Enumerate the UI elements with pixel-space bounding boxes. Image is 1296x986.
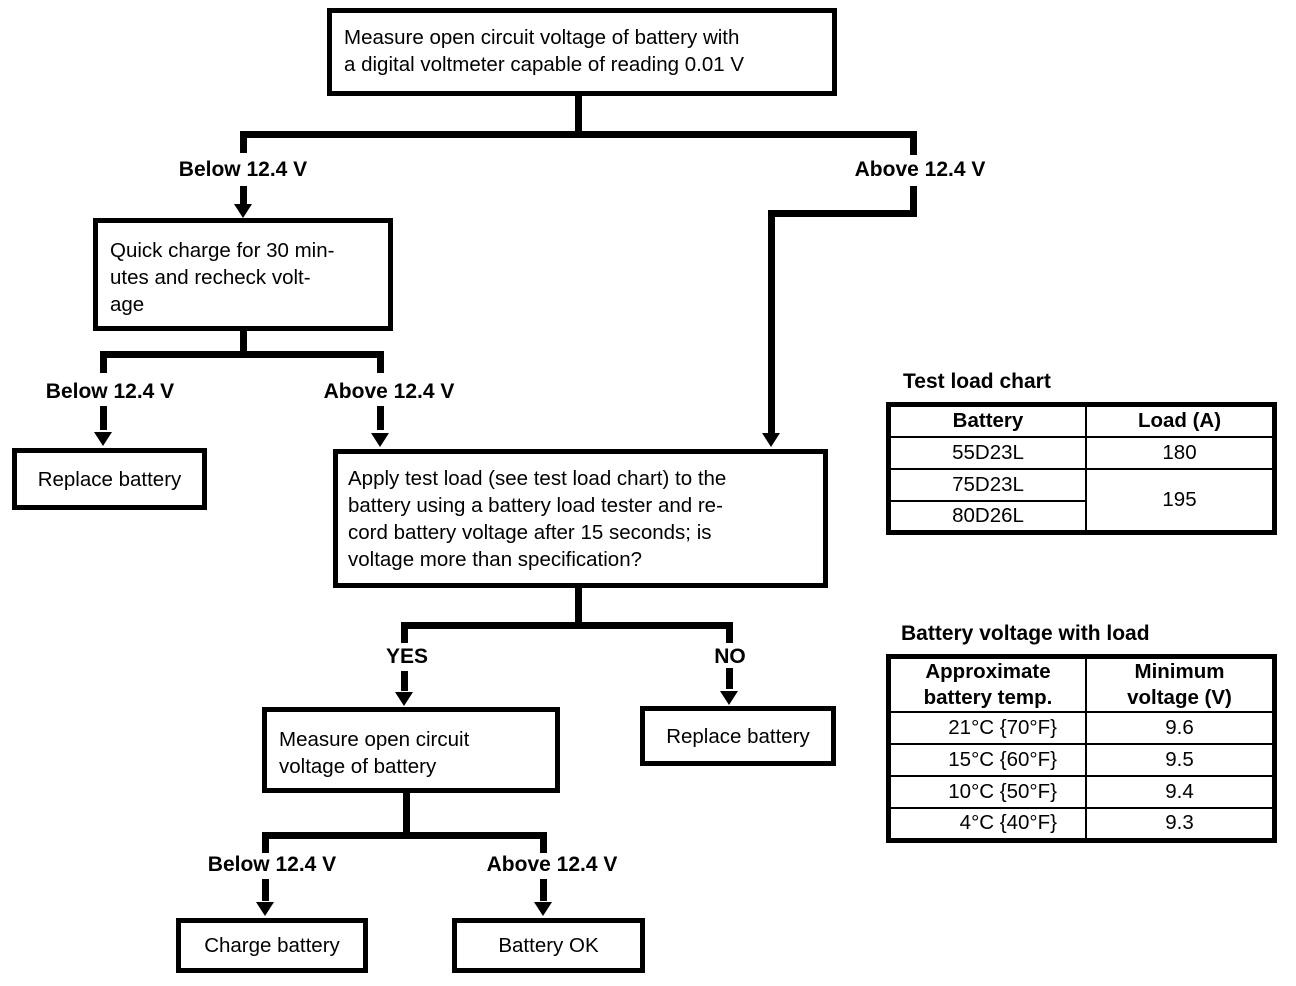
- connector-yes-stub: [401, 622, 408, 643]
- battery-voltage-header-temp: Approximate battery temp.: [887, 655, 1087, 713]
- flow-node-measure-open-circuit-voltage: Measure open circuit voltage of battery …: [327, 8, 837, 96]
- edge-label-above-12-4-v-2: Above 12.4 V: [323, 380, 455, 403]
- test-load-battery-80d26l: 80D26L: [887, 499, 1087, 534]
- test-load-battery-55d23l: 55D23L: [887, 435, 1087, 470]
- arrowhead-to-replace-battery-2: [720, 691, 738, 705]
- edge-label-yes: YES: [385, 645, 429, 668]
- connector-stem-top: [575, 94, 582, 135]
- connector-split1-left-stub: [240, 131, 247, 153]
- test-load-header-load: Load (A): [1085, 403, 1276, 438]
- arrowhead-to-measure-ocv-2: [395, 692, 413, 706]
- connector-stem-measure-2: [403, 791, 410, 839]
- connector-split1-right-jog: [768, 210, 917, 217]
- connector-split2-left-line: [100, 406, 107, 430]
- connector-split2-left-stub: [100, 351, 107, 373]
- connector-split1-bar: [240, 131, 917, 138]
- arrowhead-to-quick-charge: [234, 204, 252, 218]
- connector-no-line: [726, 668, 733, 689]
- flow-node-replace-battery-2: Replace battery: [640, 706, 836, 766]
- flow-node-measure-open-circuit-voltage-2: Measure open circuit voltage of battery: [262, 707, 560, 793]
- flow-node-charge-battery: Charge battery: [176, 918, 368, 973]
- edge-label-below-12-4-v-2: Below 12.4 V: [45, 380, 175, 403]
- test-load-load-180: 180: [1085, 435, 1276, 470]
- connector-split2-bar: [100, 351, 384, 358]
- connector-split4-left-stub: [262, 832, 269, 853]
- arrowhead-to-apply-test-load-right: [762, 433, 780, 447]
- battery-voltage-temp-15c: 15°C {60°F}: [887, 743, 1087, 777]
- battery-voltage-value-9-3: 9.3: [1085, 807, 1276, 841]
- connector-stem-apply: [575, 586, 582, 629]
- connector-stem-quick-charge: [240, 329, 247, 358]
- connector-split4-right-stub: [540, 832, 547, 853]
- battery-voltage-table: Approximate battery temp. Minimum voltag…: [886, 654, 1277, 843]
- test-load-chart-title: Test load chart: [903, 370, 1051, 393]
- connector-no-stub: [726, 622, 733, 643]
- battery-voltage-temp-4c: 4°C {40°F}: [887, 807, 1087, 841]
- connector-split3-bar: [401, 622, 733, 629]
- flow-node-battery-ok: Battery OK: [452, 918, 645, 973]
- arrowhead-to-charge-battery: [256, 902, 274, 916]
- connector-split4-left-line: [262, 879, 269, 901]
- arrowhead-to-apply-test-load: [371, 433, 389, 447]
- flow-node-apply-test-load: Apply test load (see test load chart) to…: [333, 449, 828, 588]
- battery-voltage-temp-21c: 21°C {70°F}: [887, 711, 1087, 745]
- edge-label-below-12-4-v-1: Below 12.4 V: [178, 158, 308, 181]
- flow-node-replace-battery-1: Replace battery: [12, 448, 207, 510]
- battery-voltage-value-9-6: 9.6: [1085, 711, 1276, 745]
- connector-split1-right-stub: [910, 131, 917, 155]
- test-load-header-battery: Battery: [887, 403, 1087, 438]
- edge-label-below-12-4-v-3: Below 12.4 V: [207, 853, 337, 876]
- edge-label-above-12-4-v-1: Above 12.4 V: [854, 158, 986, 181]
- connector-split4-right-line: [540, 879, 547, 901]
- test-load-chart-table: Battery Load (A) 55D23L 180 75D23L 195 8…: [886, 402, 1277, 535]
- battery-voltage-header-min-voltage: Minimum voltage (V): [1085, 655, 1276, 713]
- connector-split2-right-line: [377, 406, 384, 430]
- connector-above-to-apply-line: [768, 210, 775, 434]
- arrowhead-to-replace-battery-1: [94, 432, 112, 446]
- battery-voltage-temp-10c: 10°C {50°F}: [887, 775, 1087, 809]
- edge-label-no: NO: [714, 645, 746, 668]
- connector-split2-right-stub: [377, 351, 384, 373]
- connector-yes-line: [401, 671, 408, 691]
- edge-label-above-12-4-v-3: Above 12.4 V: [486, 853, 618, 876]
- connector-split1-left-line: [240, 186, 247, 206]
- connector-split1-right-line: [910, 186, 917, 217]
- flow-node-quick-charge: Quick charge for 30 min- utes and rechec…: [93, 218, 393, 331]
- test-load-load-195: 195: [1085, 467, 1276, 534]
- battery-voltage-value-9-4: 9.4: [1085, 775, 1276, 809]
- battery-voltage-value-9-5: 9.5: [1085, 743, 1276, 777]
- connector-split4-bar: [262, 832, 547, 839]
- arrowhead-to-battery-ok: [534, 902, 552, 916]
- test-load-battery-75d23l: 75D23L: [887, 467, 1087, 502]
- battery-voltage-table-title: Battery voltage with load: [901, 622, 1150, 645]
